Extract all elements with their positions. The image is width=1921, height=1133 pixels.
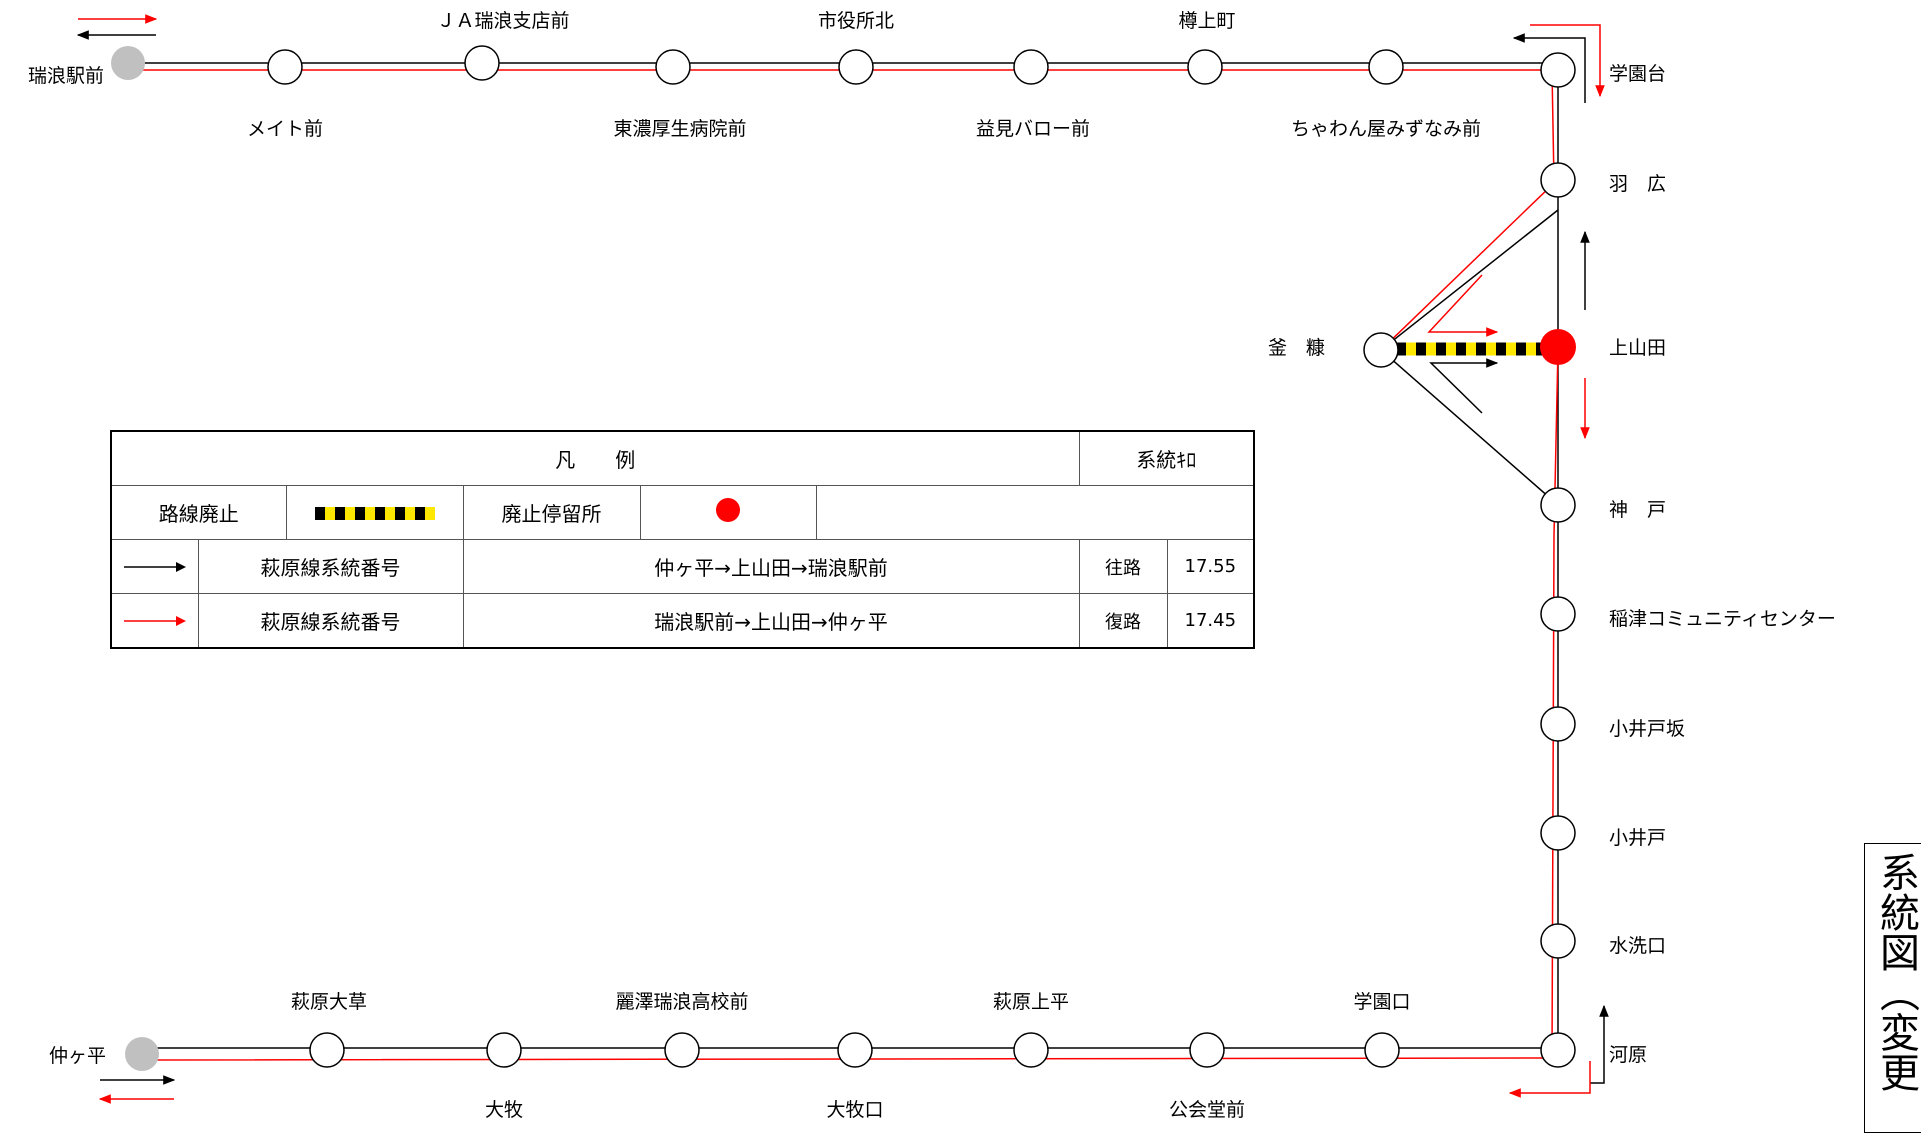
label-kamiyamada: 上山田 xyxy=(1609,337,1666,359)
legend-outbound-km: 17.55 xyxy=(1166,539,1256,594)
legend-abolished-stop-sample xyxy=(639,485,817,540)
label-habiro: 羽 広 xyxy=(1609,173,1666,195)
legend-outbound-line-name: 萩原線系統番号 xyxy=(197,539,464,594)
label-gakuendai: 学園台 xyxy=(1609,63,1666,85)
stop-gakuendai xyxy=(1540,52,1576,88)
label-hagiwara-okusa: 萩原大草 xyxy=(291,991,367,1013)
stop-inazu-community-center xyxy=(1540,596,1576,632)
legend-table: 凡 例 系統ｷﾛ 路線廃止 廃止停留所 萩原線系統番号 仲ヶ平→上山田→瑞浪駅前… xyxy=(109,430,1256,649)
legend-empty-cell xyxy=(815,485,1256,540)
stop-kamiyamada-abolished xyxy=(1540,329,1576,365)
legend-return-km: 17.45 xyxy=(1166,593,1256,649)
label-kawara: 河原 xyxy=(1609,1044,1647,1066)
label-ja-mizunami-shiten-mae: ＪＡ瑞浪支店前 xyxy=(436,10,569,32)
legend-return-route: 瑞浪駅前→上山田→仲ヶ平 xyxy=(462,593,1080,649)
stop-omakiguchi xyxy=(837,1032,873,1068)
label-masumi-valor-mae: 益見バロー前 xyxy=(976,118,1090,140)
label-hagiwara-kamidaira: 萩原上平 xyxy=(993,991,1069,1013)
stop-meito-mae xyxy=(267,49,303,85)
label-kanbe: 神 戸 xyxy=(1609,499,1666,521)
legend-return-arrow xyxy=(110,593,199,649)
label-koidosaka: 小井戸坂 xyxy=(1609,718,1685,740)
direction-arrows xyxy=(76,14,1609,1104)
legend-outbound-route: 仲ヶ平→上山田→瑞浪駅前 xyxy=(462,539,1080,594)
stop-koido xyxy=(1540,815,1576,851)
stop-kamanuka xyxy=(1363,332,1399,368)
diagram-side-title: 系統図（変更前） xyxy=(1864,843,1921,1133)
legend-route-number-header: 系統ｷﾛ xyxy=(1078,430,1256,486)
stop-masumi-valor-mae xyxy=(1013,49,1049,85)
stop-kawara xyxy=(1540,1032,1576,1068)
stop-habiro xyxy=(1540,162,1576,198)
stop-shiyakusho-kita xyxy=(838,49,874,85)
legend-abolished-stop-label: 廃止停留所 xyxy=(462,485,641,540)
stop-hagiwara-kamidaira xyxy=(1013,1032,1049,1068)
legend-abolished-route-sample xyxy=(285,485,464,540)
label-tarugami-cho: 樽上町 xyxy=(1178,10,1235,32)
stop-labels: 瑞浪駅前 メイト前 ＪＡ瑞浪支店前 東濃厚生病院前 市役所北 益見バロー前 樽上… xyxy=(28,10,1836,1121)
arrow-right-red-icon xyxy=(123,615,186,626)
stop-kokaido-mae xyxy=(1189,1032,1225,1068)
arrow-red-corner-top xyxy=(1530,24,1605,98)
stop-nakagahira xyxy=(125,1037,159,1071)
label-tono-kosei-byoin-mae: 東濃厚生病院前 xyxy=(613,118,746,140)
arrow-black-kamanuka xyxy=(1429,358,1499,414)
stop-hagiwara-okusa xyxy=(309,1032,345,1068)
label-nakagahira: 仲ヶ平 xyxy=(49,1045,106,1067)
label-kamanuka: 釜 糠 xyxy=(1268,336,1325,359)
label-meito-mae: メイト前 xyxy=(247,118,323,140)
label-mizunami-ekimae: 瑞浪駅前 xyxy=(28,65,104,87)
label-omakiguchi: 大牧口 xyxy=(826,1099,883,1121)
legend-abolished-route-label: 路線廃止 xyxy=(110,485,287,540)
arrow-black-corner-bottom xyxy=(1590,1004,1609,1084)
legend-outbound-direction: 往路 xyxy=(1078,539,1168,594)
label-reitaku-mizunami-koko-mae: 麗澤瑞浪高校前 xyxy=(615,991,748,1013)
label-gakuenguchi: 学園口 xyxy=(1353,991,1410,1013)
label-mizuaraiguchi: 水洗口 xyxy=(1609,935,1666,957)
legend-return-direction: 復路 xyxy=(1078,593,1168,649)
legend-title: 凡 例 xyxy=(109,430,1080,486)
label-koido: 小井戸 xyxy=(1609,827,1666,849)
stop-omaki xyxy=(486,1032,522,1068)
label-chawanya-mizunami-mae: ちゃわん屋みずなみ前 xyxy=(1291,118,1481,140)
label-shiyakusho-kita: 市役所北 xyxy=(818,10,894,32)
stop-kanbe xyxy=(1540,487,1576,523)
label-kokaido-mae: 公会堂前 xyxy=(1169,1099,1245,1121)
legend-row-outbound: 萩原線系統番号 仲ヶ平→上山田→瑞浪駅前 往路 17.55 xyxy=(110,539,1256,594)
abolished-stop-swatch xyxy=(716,498,740,522)
legend-return-line-name: 萩原線系統番号 xyxy=(197,593,464,649)
legend-outbound-arrow xyxy=(110,539,199,594)
stop-tarugami-cho xyxy=(1187,49,1223,85)
arrow-black-corner-top xyxy=(1512,33,1586,103)
arrow-red-corner-bottom xyxy=(1508,1061,1591,1098)
label-inazu-community-center: 稲津コミュニティセンター xyxy=(1609,608,1836,630)
stop-gakuenguchi xyxy=(1364,1032,1400,1068)
legend-row-return: 萩原線系統番号 瑞浪駅前→上山田→仲ヶ平 復路 17.45 xyxy=(110,593,1256,649)
stop-chawanya-mizunami-mae xyxy=(1368,49,1404,85)
stop-mizunami-ekimae xyxy=(111,46,145,80)
label-omaki: 大牧 xyxy=(485,1099,523,1121)
stops xyxy=(111,45,1576,1071)
abolished-route-swatch xyxy=(314,506,435,520)
arrow-red-kamanuka xyxy=(1427,274,1499,337)
stop-mizuaraiguchi xyxy=(1540,923,1576,959)
stop-reitaku-mizunami-koko-mae xyxy=(664,1032,700,1068)
stop-ja-mizunami-shiten-mae xyxy=(464,45,500,81)
arrow-right-black-icon xyxy=(123,561,186,572)
stop-tono-kosei-byoin-mae xyxy=(655,49,691,85)
stop-koidosaka xyxy=(1540,706,1576,742)
